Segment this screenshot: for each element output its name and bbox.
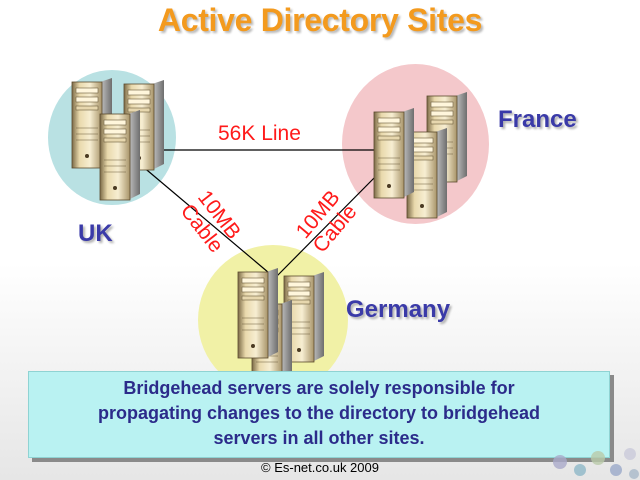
france-bridgehead-server-icon — [372, 108, 416, 200]
decorative-dots-icon — [553, 448, 639, 479]
uk-site-label: UK — [78, 220, 113, 247]
uk-bridgehead-server-icon — [98, 110, 142, 202]
copyright-footer: © Es-net.co.uk 2009 — [261, 460, 379, 475]
uk-france-link-label: 56K Line — [218, 122, 301, 145]
france-site-label: France — [498, 106, 577, 133]
info-line-1: Bridgehead servers are solely responsibl… — [123, 378, 515, 398]
bridgehead-info-box: Bridgehead servers are solely responsibl… — [28, 371, 610, 458]
bridgehead-info-text: Bridgehead servers are solely responsibl… — [29, 372, 609, 451]
uk-germany-link-line — [134, 159, 276, 279]
info-line-3: servers in all other sites. — [213, 428, 425, 448]
slide-title: Active Directory Sites — [157, 2, 483, 38]
germany-bridgehead-server-icon — [236, 268, 280, 360]
germany-site-label: Germany — [346, 296, 451, 323]
france-germany-link-line — [274, 171, 381, 279]
info-line-2: propagating changes to the directory to … — [97, 403, 541, 423]
